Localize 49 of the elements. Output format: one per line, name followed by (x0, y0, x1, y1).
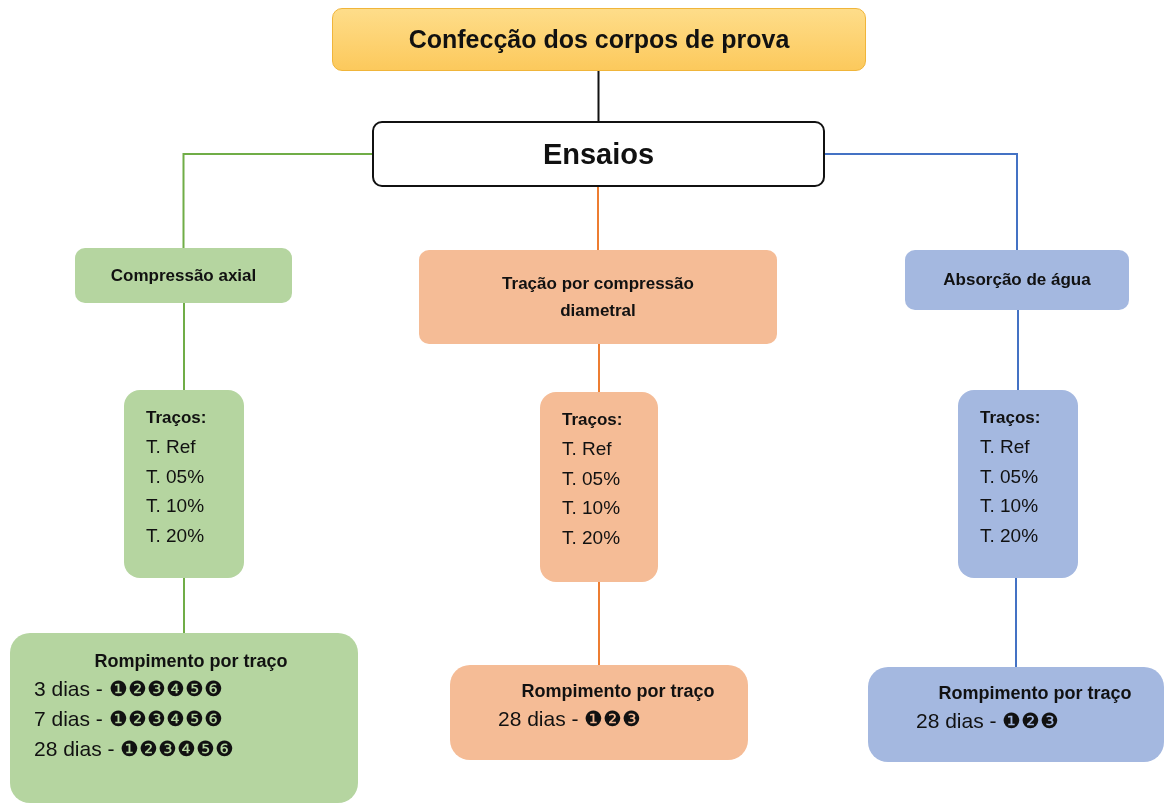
connector-line (182, 153, 373, 249)
box-heading: Rompimento por traço (521, 681, 715, 702)
schedule-line: 7 dias - ❶❷❸❹❺❻ (34, 706, 223, 732)
test-box (419, 250, 777, 344)
connector-line (597, 186, 599, 251)
mix-label: T. Ref (562, 437, 612, 461)
mix-list-box (124, 390, 244, 578)
mix-label: T. 05% (146, 464, 205, 489)
mix-label: T. 10% (980, 494, 1039, 518)
connector-line (597, 70, 600, 122)
box-label: Compressão axial (110, 264, 257, 287)
mix-label: T. 10% (562, 496, 621, 520)
connector-line (183, 577, 185, 634)
schedule-line: 3 dias - ❶❷❸❹❺❻ (34, 676, 223, 702)
test-box (905, 250, 1129, 310)
schedule-line: 28 dias - ❶❷❸❹❺❻ (34, 736, 235, 762)
mix-label: T. Ref (980, 435, 1030, 459)
box-label: Ensaios (542, 137, 655, 171)
mix-label: T. 20% (980, 523, 1039, 548)
box-heading: Traços: (980, 408, 1041, 428)
mix-label: T. 20% (562, 525, 621, 550)
connector-line (1017, 309, 1019, 391)
test-box (75, 248, 292, 303)
schedule-box (450, 665, 748, 760)
box-heading: Rompimento por traço (94, 651, 288, 672)
mix-list-box (540, 392, 658, 582)
box-label: Tração por compressão diametral (501, 272, 695, 322)
connector-line (598, 343, 600, 393)
box-heading: Traços: (146, 408, 207, 428)
connector-line (824, 153, 1018, 251)
connector-line (1015, 577, 1017, 668)
mix-label: T. 10% (146, 494, 205, 518)
connector-line (183, 302, 185, 391)
schedule-box (10, 633, 358, 803)
schedule-box (868, 667, 1164, 762)
box-label: Confecção dos corpos de prova (408, 25, 790, 54)
mix-label: T. 20% (146, 523, 205, 548)
schedule-line: 28 dias - ❶❷❸ (498, 706, 642, 732)
title-box (332, 8, 866, 71)
mix-label: T. Ref (146, 435, 196, 459)
connector-line (598, 581, 600, 666)
box-heading: Traços: (562, 410, 623, 430)
category-box (372, 121, 825, 187)
mix-label: T. 05% (562, 466, 621, 491)
box-label: Absorção de água (943, 269, 1091, 292)
schedule-line: 28 dias - ❶❷❸ (916, 708, 1060, 734)
mix-label: T. 05% (980, 464, 1039, 489)
mix-list-box (958, 390, 1078, 578)
box-heading: Rompimento por traço (938, 683, 1132, 704)
